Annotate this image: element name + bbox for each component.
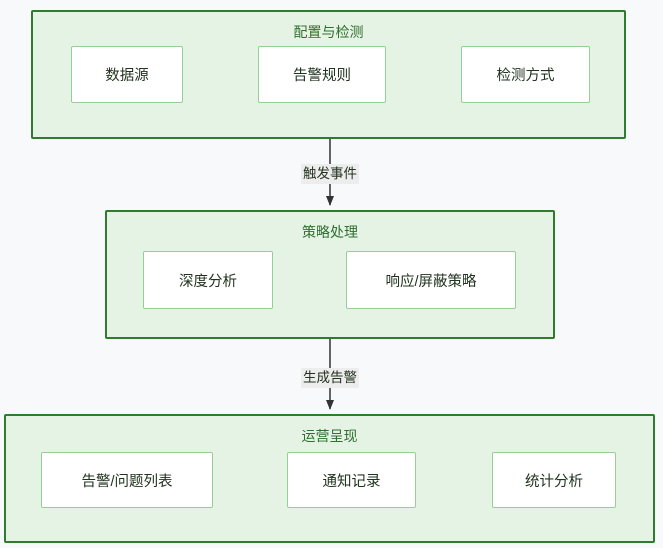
node-detect-method-label: 检测方式 — [496, 68, 555, 84]
cluster-policy-title: 策略处理 — [302, 224, 358, 240]
node-deep-analysis-label: 深度分析 — [179, 273, 237, 290]
node-alert-rule[interactable]: 告警规则 — [258, 46, 386, 103]
node-notify-record[interactable]: 通知记录 — [287, 452, 416, 508]
node-notify-record-label: 通知记录 — [322, 473, 381, 490]
cluster-config-title: 配置与检测 — [293, 24, 364, 40]
node-deep-analysis[interactable]: 深度分析 — [143, 251, 273, 309]
node-stat-analysis[interactable]: 统计分析 — [492, 452, 616, 508]
node-stat-analysis-label: 统计分析 — [525, 473, 583, 490]
node-response-policy-label: 响应/屏蔽策略 — [385, 273, 477, 290]
node-response-policy[interactable]: 响应/屏蔽策略 — [346, 251, 516, 309]
node-datasource-label: 数据源 — [105, 68, 149, 84]
edge-label-generate-alert: 生成告警 — [301, 368, 359, 388]
node-alert-issue-list-label: 告警/问题列表 — [81, 473, 173, 490]
node-detect-method[interactable]: 检测方式 — [461, 46, 590, 103]
node-alert-issue-list[interactable]: 告警/问题列表 — [41, 452, 213, 508]
edge-label-trigger-event: 触发事件 — [301, 164, 359, 184]
cluster-operations-title: 运营呈现 — [301, 428, 358, 444]
node-alert-rule-label: 告警规则 — [293, 68, 351, 84]
node-datasource[interactable]: 数据源 — [71, 46, 183, 103]
